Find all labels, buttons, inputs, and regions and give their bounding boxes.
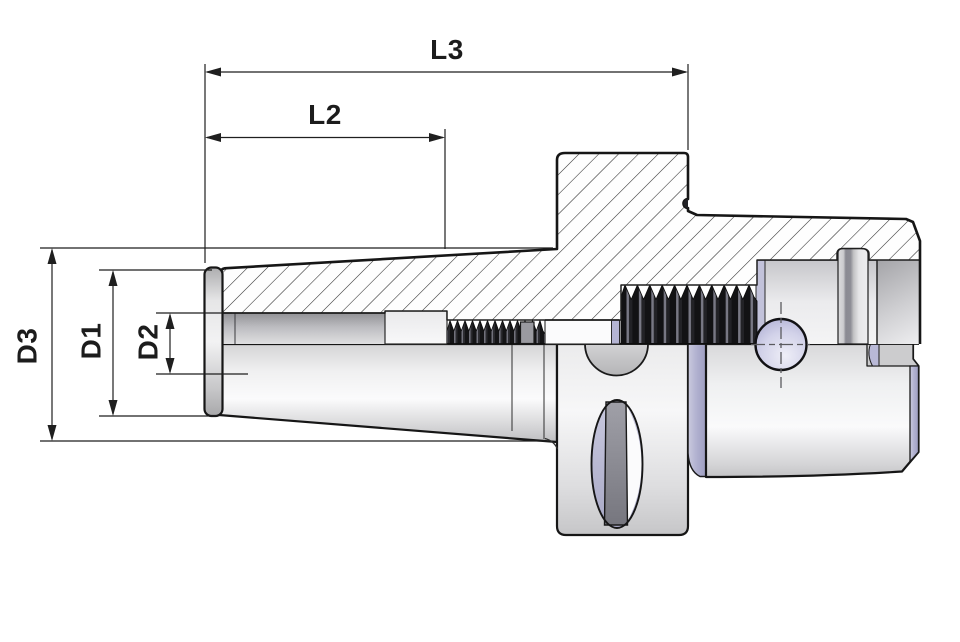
flange-hole-semicircle (584, 343, 649, 377)
drive-slot-highlight (626, 404, 642, 524)
drive-slot-bottom-face (603, 401, 629, 526)
end-face-ring (909, 365, 920, 464)
drive-slot (590, 399, 644, 529)
cross-hole (751, 302, 810, 388)
internal-ring-groove (837, 247, 869, 345)
label-l3: L3 (430, 34, 464, 65)
thread-relief-lavender (611, 319, 620, 345)
bore-mouth-chamfer (877, 260, 920, 344)
flange-body-groove (687, 343, 707, 478)
label-d1: D1 (76, 323, 107, 360)
taper-exterior-surface (217, 342, 559, 444)
pilot-bore (221, 313, 385, 344)
thread-runout-block (519, 321, 535, 345)
end-groove-lavender (868, 343, 880, 367)
label-d2: D2 (133, 324, 164, 361)
bore-step (384, 310, 448, 345)
small-end-face (203, 266, 224, 418)
thread-shoulder (544, 319, 620, 345)
flange-edge-notch (683, 199, 688, 208)
internal-threads (446, 284, 758, 345)
large-internal-thread (620, 284, 758, 344)
dimension-arrowheads (47, 67, 688, 441)
hatched-cut-section (219, 151, 922, 344)
dimensions (40, 64, 689, 442)
flange-fillet-line (544, 437, 559, 450)
label-d3: D3 (12, 328, 43, 365)
label-l2: L2 (308, 99, 342, 130)
exterior-lower-half (217, 342, 920, 537)
